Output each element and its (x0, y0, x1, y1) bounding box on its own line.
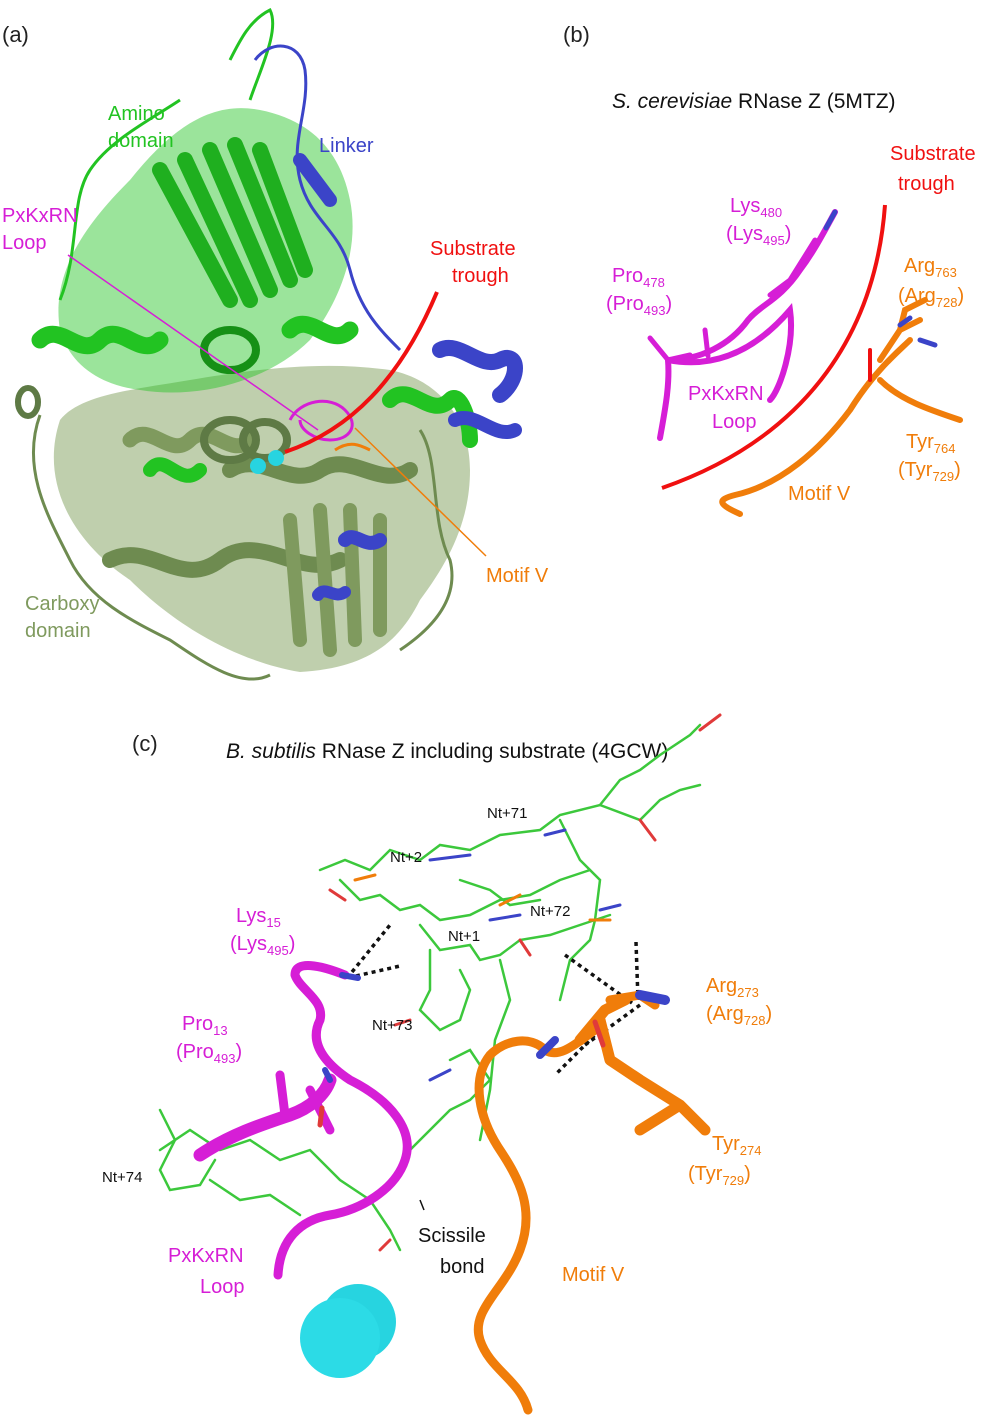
pxkxrn-loop-trace (657, 209, 838, 441)
panel-a: (a) (2, 7, 549, 681)
panel-c-title: B. subtilis RNase Z including substrate … (226, 740, 668, 763)
panel-a-label: (a) (2, 22, 29, 47)
linker-structure (253, 44, 523, 601)
pxkxrn-callout-line (67, 254, 319, 431)
panel-c-title-rest: RNase Z including substrate (4GCW) (316, 740, 668, 763)
pxkxrn-loop-label: Loop (712, 411, 757, 433)
linker-label: Linker (319, 135, 374, 157)
panel-b: (b) S. cerevisiae RNase Z (5MTZ) Substra… (563, 22, 976, 517)
nt2-label: Nt+2 (390, 849, 422, 866)
pxkxrn-loop-label: PxKxRN (168, 1245, 244, 1267)
pxkxrn-loop-label: PxKxRN (2, 205, 78, 227)
substrate-trough-label: Substrate (430, 238, 516, 260)
metal-ion (268, 450, 284, 466)
arg-nitrogen (536, 1036, 559, 1059)
nucleic-acid-sticks (158, 723, 702, 1252)
lys-residue-label: Lys15 (236, 905, 281, 930)
pro-homolog-label: (Pro493) (606, 293, 672, 318)
carboxy-domain-label: domain (25, 620, 91, 642)
tyr-homolog-label: (Tyr729) (688, 1163, 751, 1188)
amino-domain-label: Amino (108, 103, 165, 125)
motif-v-sticks (473, 990, 711, 1415)
substrate-trough-label: trough (898, 173, 955, 195)
tyr-homolog-label: (Tyr729) (898, 459, 961, 484)
scissile-bond-pointer (419, 1199, 425, 1211)
nt72-label: Nt+72 (530, 903, 570, 920)
nt73-label: Nt+73 (372, 1017, 412, 1034)
carboxy-domain-structure (15, 365, 470, 681)
lys-homolog-label: (Lys495) (726, 223, 791, 248)
pxkxrn-loop-trace (288, 399, 354, 442)
substrate-trough-label: trough (452, 265, 509, 287)
substrate-trough-arc (284, 291, 439, 454)
nt74-label: Nt+74 (102, 1169, 142, 1186)
panel-b-label: (b) (563, 22, 590, 47)
pxkxrn-loop-sticks (193, 961, 412, 1280)
arg-homolog-label: (Arg728) (898, 285, 964, 310)
metal-ion (300, 1298, 380, 1378)
panel-b-title-rest: RNase Z (5MTZ) (732, 90, 895, 113)
tyr-residue-label: Tyr764 (906, 431, 955, 456)
pxkxrn-loop-label: PxKxRN (688, 383, 764, 405)
motif-v-label: Motif V (486, 565, 549, 587)
motif-v-trace (334, 442, 371, 452)
panel-c-title-organism: B. subtilis (226, 740, 316, 763)
panel-b-title-organism: S. cerevisiae (612, 90, 732, 113)
pro-residue-label: Pro478 (612, 265, 665, 290)
arg-nitrogen (635, 990, 670, 1005)
pro-homolog-label: (Pro493) (176, 1041, 242, 1066)
pxkxrn-loop-label: Loop (2, 232, 47, 254)
motif-v-label: Motif V (562, 1264, 625, 1286)
scissile-bond-label: bond (440, 1256, 485, 1278)
panel-c-label: (c) (132, 731, 158, 756)
nt71-label: Nt+71 (487, 805, 527, 822)
arg-residue-label: Arg763 (904, 255, 957, 280)
arg-homolog-label: (Arg728) (706, 1003, 772, 1028)
panel-b-title: S. cerevisiae RNase Z (5MTZ) (612, 90, 896, 113)
tyr-oxygen (592, 1019, 606, 1048)
lys-residue-label: Lys480 (730, 195, 782, 220)
pxkxrn-loop-label: Loop (200, 1276, 245, 1298)
panel-c: (c) B. subtilis RNase Z including substr… (102, 713, 772, 1415)
nt1-label: Nt+1 (448, 928, 480, 945)
hydrogen-bonds (350, 923, 642, 1077)
substrate-trough-arc (661, 204, 887, 490)
lys-homolog-label: (Lys495) (230, 933, 295, 958)
pro-residue-label: Pro13 (182, 1013, 228, 1038)
motif-v-label: Motif V (788, 483, 851, 505)
carboxy-domain-label: Carboxy (25, 593, 99, 615)
scissile-bond-label: Scissile (418, 1225, 486, 1247)
amino-domain-label: domain (108, 130, 174, 152)
metal-ion (250, 458, 266, 474)
motif-v-callout-line (354, 427, 487, 557)
substrate-trough-label: Substrate (890, 143, 976, 165)
tyr-residue-label: Tyr274 (712, 1133, 761, 1158)
lys-nitrogen (339, 972, 361, 981)
arg-residue-label: Arg273 (706, 975, 759, 1000)
nucleic-acid-heteroatoms (198, 713, 722, 1252)
pxkxrn-loop-trace (665, 303, 794, 403)
motif-v-trace (719, 337, 913, 517)
